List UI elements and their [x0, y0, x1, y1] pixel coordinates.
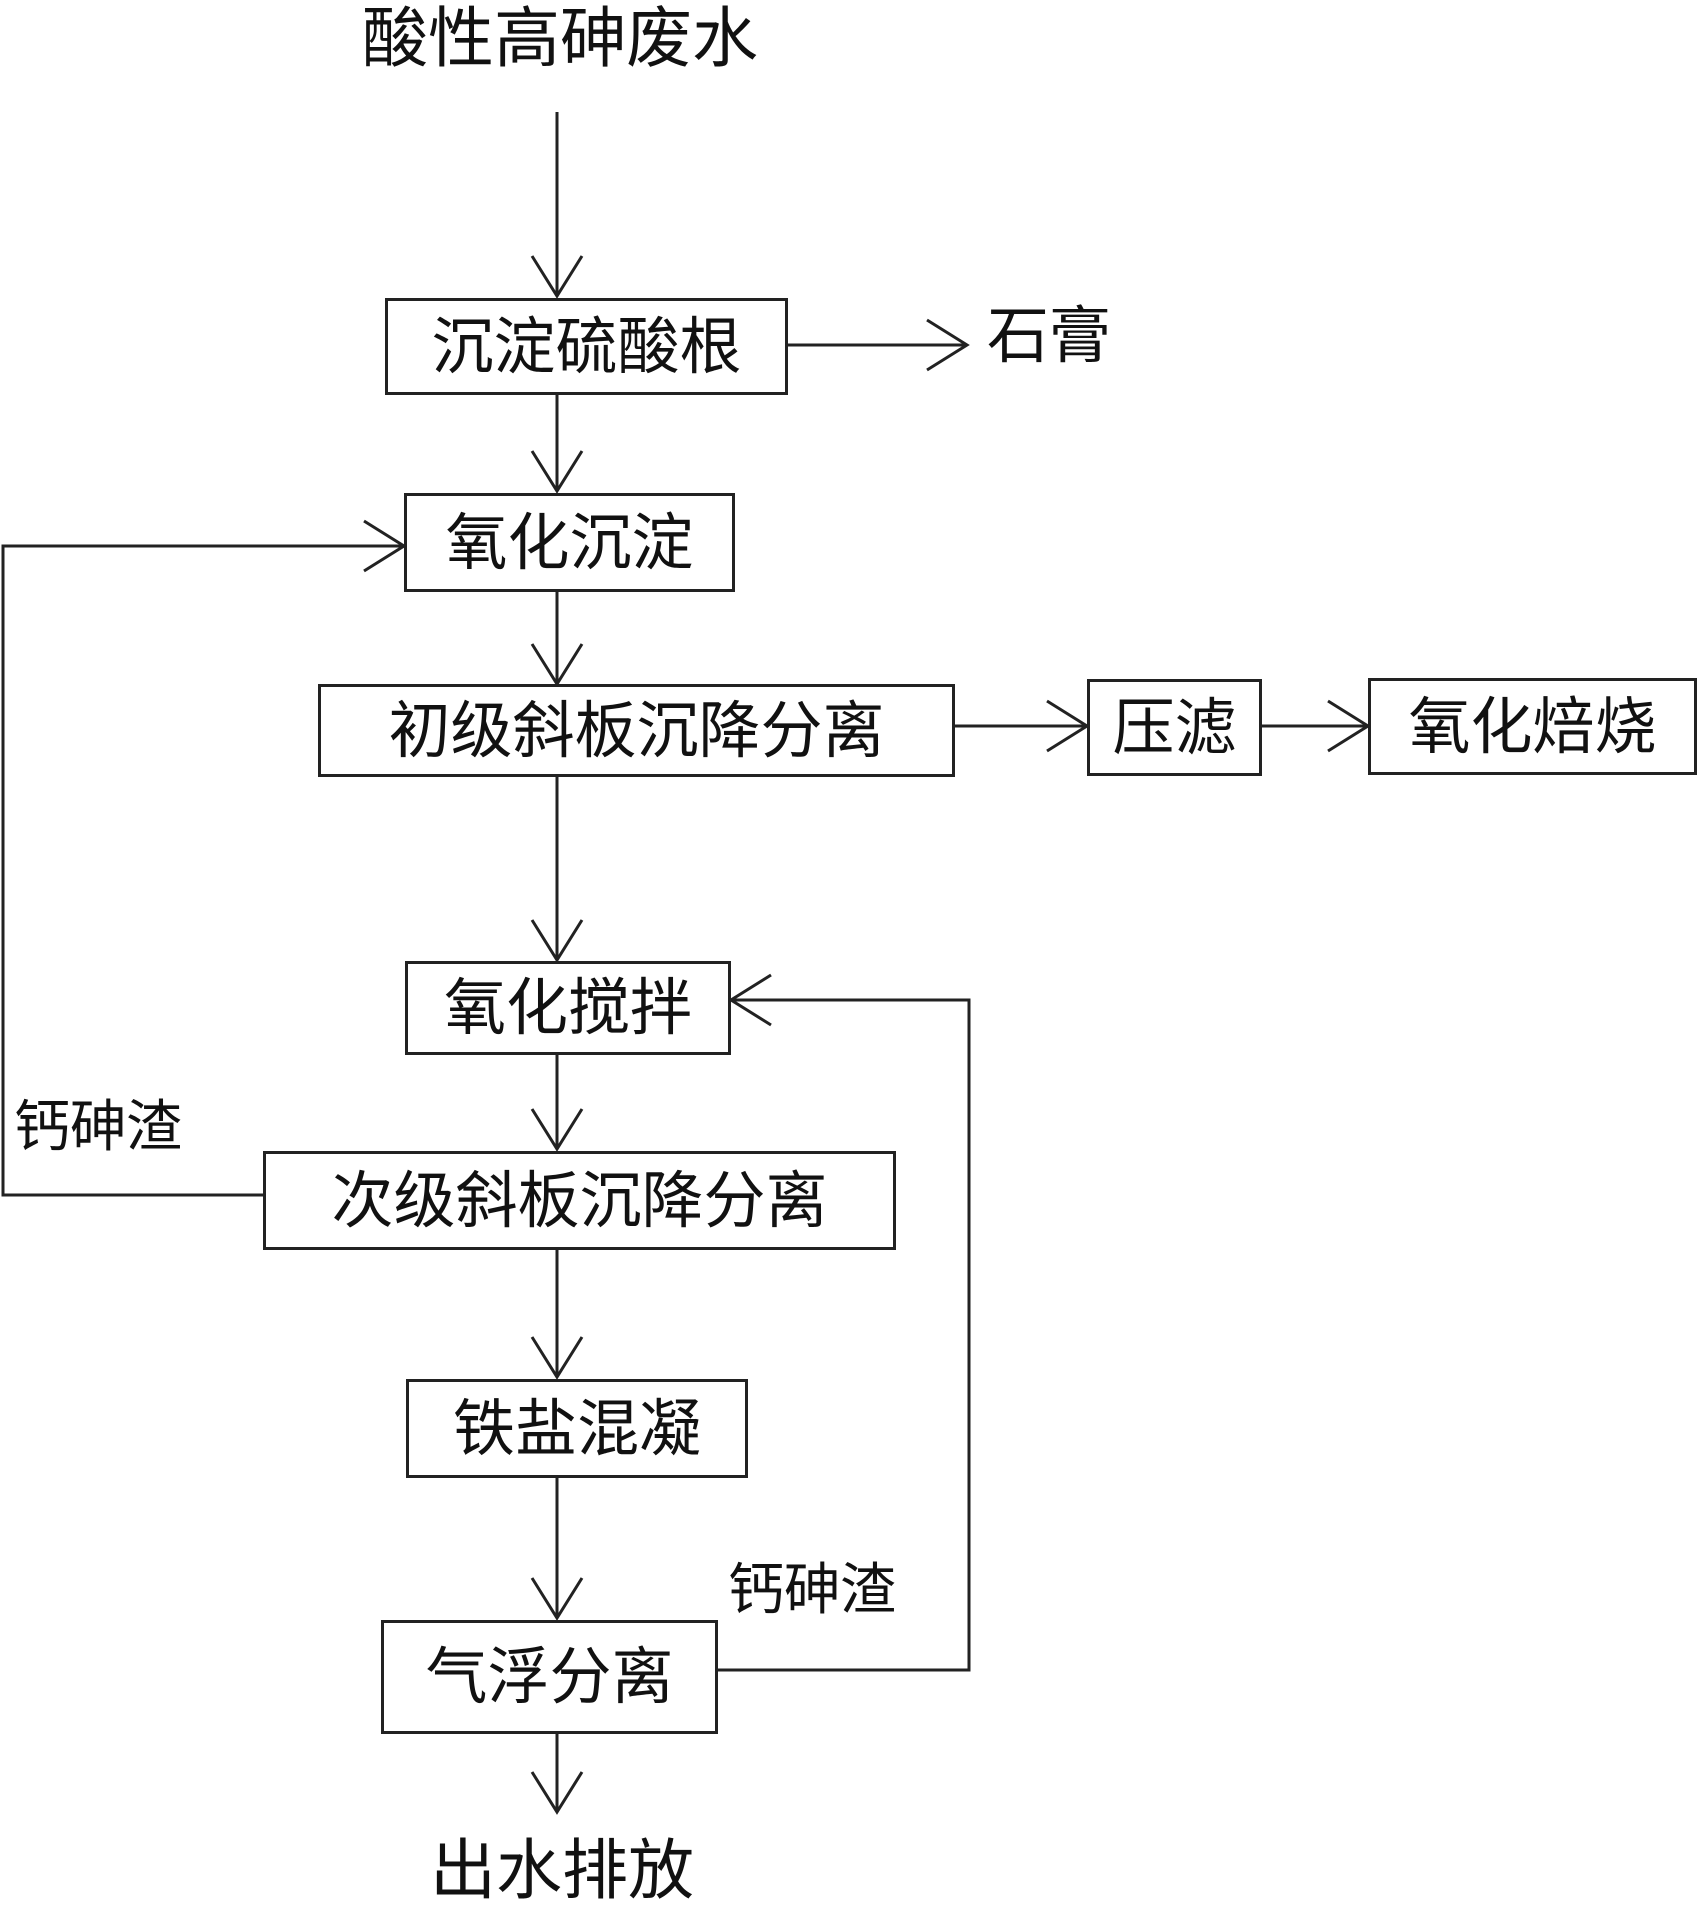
oxidation-stirring-box: 氧化搅拌 — [405, 961, 731, 1055]
secondary-settling-box: 次级斜板沉降分离 — [263, 1151, 896, 1250]
sulfate-precipitation-box: 沉淀硫酸根 — [385, 298, 788, 395]
arrowhead — [530, 1336, 584, 1380]
recycle-label-left: 钙砷渣 — [14, 1095, 182, 1160]
arrowhead — [728, 973, 772, 1027]
oxidation-roasting-box: 氧化焙烧 — [1368, 678, 1697, 775]
press-filter-box: 压滤 — [1087, 679, 1262, 776]
iron-coagulation-box: 铁盐混凝 — [406, 1379, 748, 1478]
source-label: 酸性高砷废水 — [362, 0, 758, 77]
arrowhead — [530, 1771, 584, 1815]
arrowhead — [530, 255, 584, 299]
outflow-label: 出水排放 — [430, 1832, 694, 1909]
arrowhead — [530, 1577, 584, 1621]
arrowhead — [530, 919, 584, 963]
recycle-line-right — [715, 998, 971, 1672]
arrowhead — [530, 450, 584, 494]
primary-settling-box: 初级斜板沉降分离 — [318, 684, 955, 777]
oxidation-precipitation-box: 氧化沉淀 — [404, 493, 735, 592]
gypsum-label: 石膏 — [987, 299, 1112, 372]
arrowhead — [926, 318, 970, 372]
recycle-line-left — [1, 544, 404, 1197]
flotation-box: 气浮分离 — [381, 1620, 718, 1734]
recycle-label-right: 钙砷渣 — [728, 1558, 896, 1623]
arrowhead — [530, 1108, 584, 1152]
